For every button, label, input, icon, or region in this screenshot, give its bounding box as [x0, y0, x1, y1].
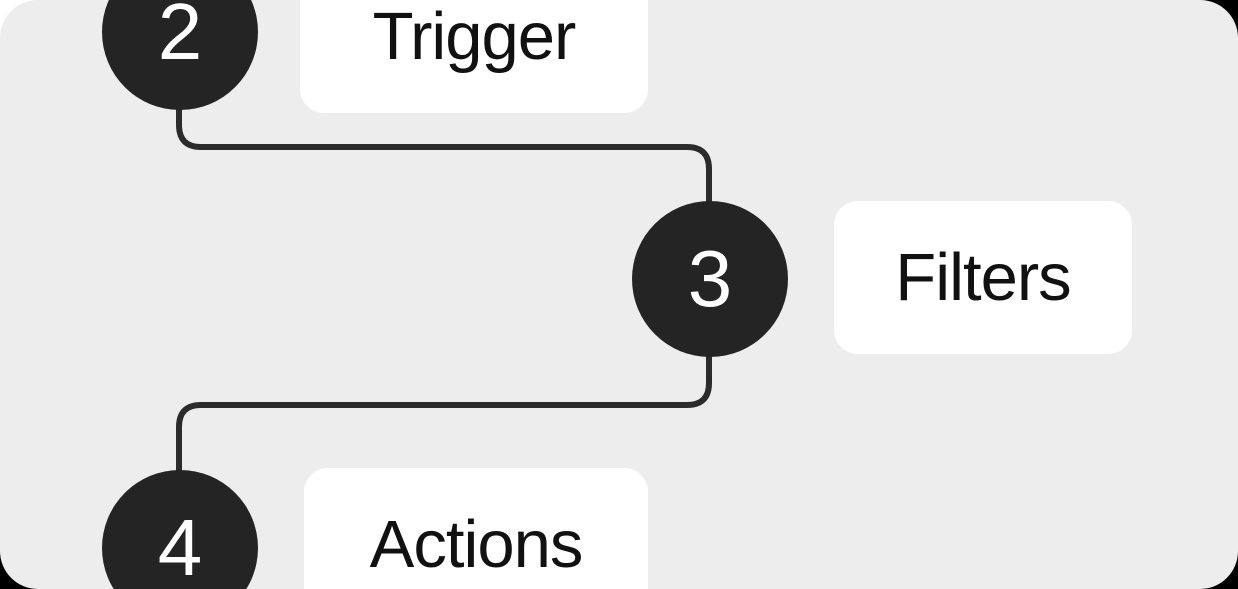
step-number: 4 [157, 503, 203, 589]
step-number: 2 [157, 0, 203, 76]
step-card-actions: Actions [304, 468, 648, 589]
step-label: Actions [369, 507, 584, 582]
step-number-badge-3: 3 [632, 201, 788, 357]
step-label: Filters [895, 240, 1071, 315]
step-card-trigger: Trigger [300, 0, 648, 113]
step-number-badge-4: 4 [102, 470, 258, 589]
step-label: Trigger [372, 0, 577, 74]
step-card-filters: Filters [834, 201, 1132, 354]
step-number: 3 [687, 234, 733, 323]
